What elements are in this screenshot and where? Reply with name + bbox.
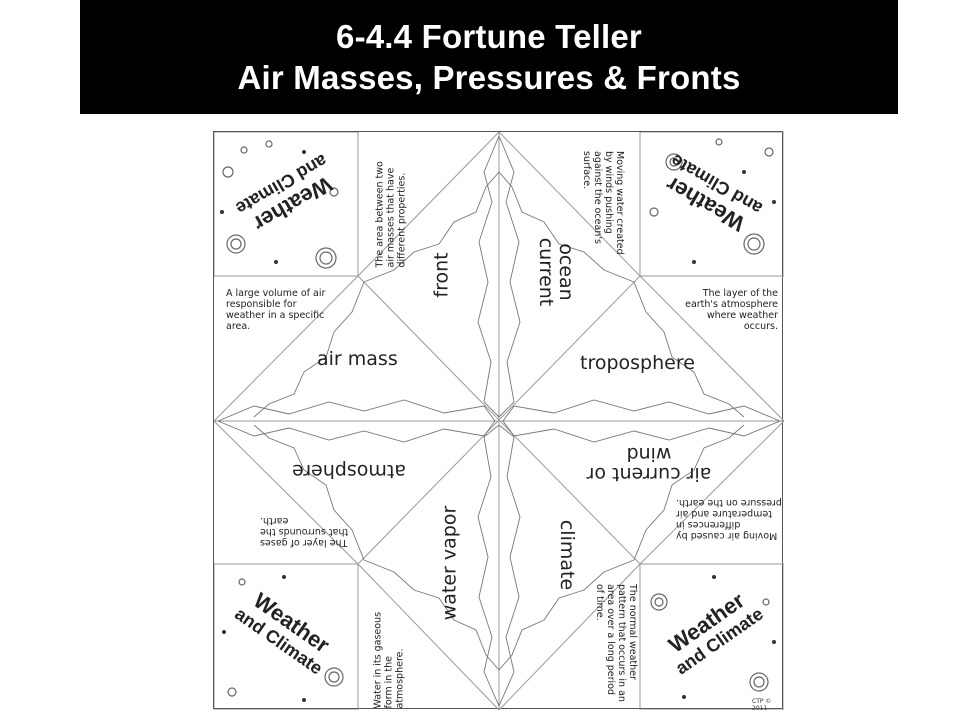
def-climate: The normal weather pattern that occurs i… (594, 584, 638, 702)
term-atmosphere: atmosphere (292, 460, 406, 482)
term-water-vapor: water vapor (438, 505, 461, 621)
def-water-vapor: Water in its gaseous form in the atmosph… (372, 611, 406, 709)
title-line-2: Air Masses, Pressures & Fronts (237, 59, 741, 96)
term-front: front (430, 252, 453, 298)
term-air-mass: air mass (317, 348, 398, 370)
copyright-mark: CTP © 2011 (752, 698, 772, 712)
def-front: The area between two air masses that hav… (374, 161, 408, 268)
def-troposphere: The layer of the earth's atmosphere wher… (685, 288, 778, 332)
def-atmosphere: The layer of gases that surrounds the ea… (260, 515, 349, 548)
term-ocean-current: ocean current (535, 237, 577, 307)
term-climate: climate (556, 519, 579, 591)
term-troposphere: troposphere (580, 352, 695, 374)
title-line-1: 6-4.4 Fortune Teller (336, 18, 642, 55)
term-air-current: air current or wind (586, 443, 712, 485)
fortune-teller-sheet: Weather and Climate Weather and Climate … (213, 131, 784, 712)
title-banner: 6-4.4 Fortune Teller Air Masses, Pressur… (80, 0, 898, 114)
def-air-current: Moving air caused by differences in temp… (676, 497, 782, 541)
fold-lines (214, 132, 784, 710)
def-air-mass: A large volume of air responsible for we… (226, 288, 326, 332)
def-ocean-current: Moving water created by winds pushing ag… (581, 151, 625, 255)
